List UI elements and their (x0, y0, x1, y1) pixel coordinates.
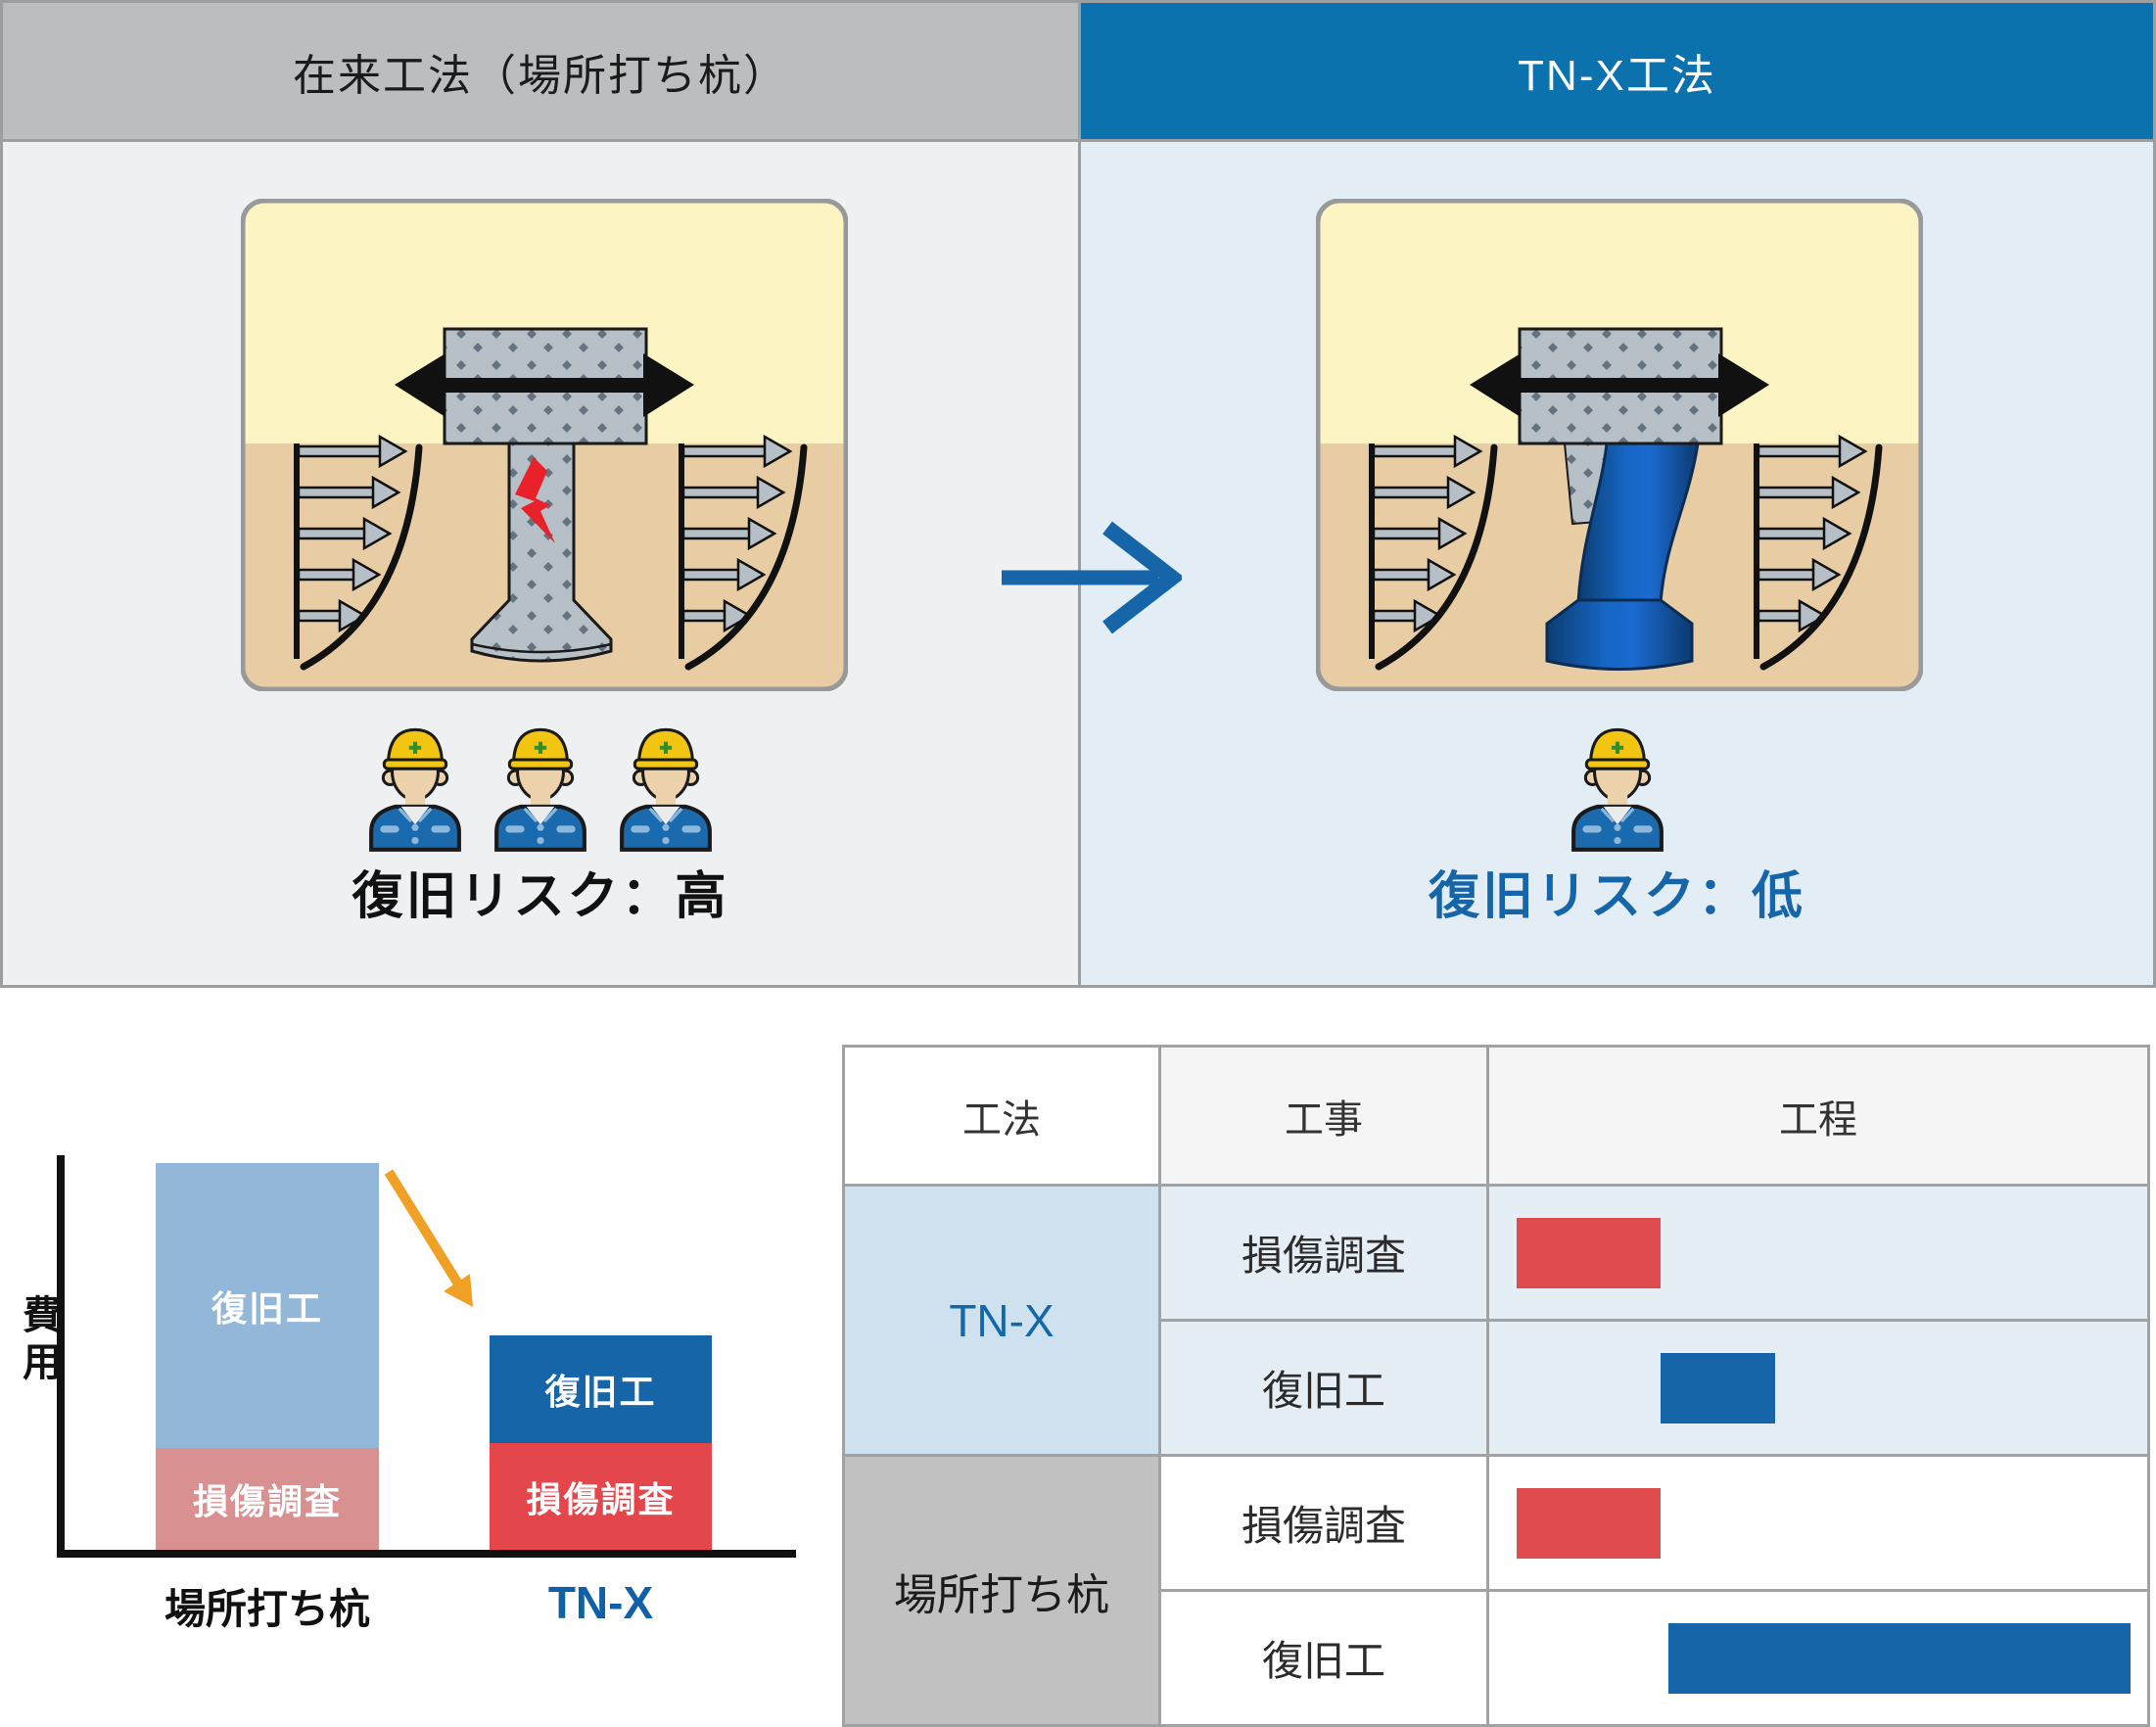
soil-pressure-arrows-right (679, 434, 808, 671)
category-label-tnx: TN-X (547, 1577, 654, 1628)
illustration-border (241, 199, 848, 691)
bar-conventional: 損傷調査 復旧工 (156, 1163, 379, 1550)
work-cell: 損傷調査 (1161, 1457, 1486, 1589)
comparison-panels: 在来工法（場所打ち杭） (0, 0, 2156, 988)
worker-icon (1570, 727, 1664, 852)
conventional-panel-title: 在来工法（場所打ち杭） (293, 51, 788, 100)
segment-label: 復旧工 (544, 1372, 657, 1412)
timeline-cell (1489, 1592, 2147, 1724)
gantt-bar-recovery (1667, 1622, 2131, 1694)
chart-y-axis-label: 費用 (17, 1294, 60, 1388)
schedule-table: 工法 工事 工程 TN-X 損傷調査 復旧工 場所打ち杭 損傷調査 復旧工 (842, 1045, 2150, 1727)
bar-segment-survey: 損傷調査 (156, 1448, 379, 1550)
risk-label-high: 復旧リスク：高 (352, 868, 729, 925)
timeline-cell (1489, 1187, 2147, 1319)
timeline-cell (1489, 1322, 2147, 1454)
bar-segment-survey: 損傷調査 (490, 1443, 712, 1550)
illustration-border (1316, 199, 1923, 691)
timeline-cell (1489, 1457, 2147, 1589)
panel-tnx: TN-X工法 (1078, 3, 2153, 985)
method-cell-tnx: TN-X (845, 1187, 1158, 1454)
transition-arrow-icon (1002, 521, 1182, 634)
worker-icon (369, 727, 461, 852)
conventional-panel-header: 在来工法（場所打ち杭） (3, 3, 1078, 142)
workers-row (3, 720, 1078, 852)
column-header-schedule: 工程 (1489, 1048, 2147, 1184)
gantt-bar-recovery (1660, 1352, 1776, 1424)
chart-y-axis (57, 1155, 65, 1558)
seismic-double-arrow-icon (395, 353, 694, 417)
segment-label: 損傷調査 (192, 1481, 342, 1521)
panel-conventional: 在来工法（場所打ち杭） (3, 3, 1078, 985)
chart-x-axis (57, 1550, 796, 1558)
column-header-work: 工事 (1161, 1048, 1486, 1184)
bar-tnx: 損傷調査 復旧工 (490, 1335, 712, 1550)
seismic-double-arrow-icon (1470, 353, 1769, 417)
gantt-bar-survey (1516, 1487, 1661, 1559)
worker-icon (620, 727, 712, 852)
flexible-blue-pile (1545, 442, 1700, 671)
bar-segment-recovery: 復旧工 (156, 1163, 379, 1448)
flexible-pile-illustration (1316, 199, 1923, 691)
risk-label-low: 復旧リスク：低 (1428, 868, 1805, 925)
work-cell: 損傷調査 (1161, 1187, 1486, 1319)
conventional-panel-body: 復旧リスク：高 (3, 142, 1078, 985)
soil-pressure-arrows-left (1369, 434, 1498, 671)
workers-row (1081, 720, 2153, 852)
column-header-method: 工法 (845, 1048, 1158, 1184)
category-label-conventional: 場所打ち杭 (164, 1586, 370, 1632)
crack-icon (515, 457, 555, 543)
work-cell: 復旧工 (1161, 1592, 1486, 1724)
cracked-pile-illustration (241, 199, 848, 691)
method-cell-conventional: 場所打ち杭 (845, 1457, 1158, 1724)
segment-label: 損傷調査 (526, 1478, 676, 1519)
tnx-panel-header: TN-X工法 (1081, 3, 2153, 142)
worker-icon (494, 727, 586, 852)
cost-decrease-arrow-icon (384, 1169, 473, 1307)
work-cell: 復旧工 (1161, 1322, 1486, 1454)
tnx-panel-title: TN-X工法 (1518, 51, 1716, 100)
segment-label: 復旧工 (211, 1287, 323, 1329)
tnx-panel-body: 復旧リスク：低 (1081, 142, 2153, 985)
soil-pressure-arrows-right (1754, 434, 1883, 671)
gantt-bar-survey (1516, 1217, 1661, 1288)
bar-segment-recovery: 復旧工 (490, 1335, 712, 1443)
soil-pressure-arrows-left (294, 434, 423, 671)
